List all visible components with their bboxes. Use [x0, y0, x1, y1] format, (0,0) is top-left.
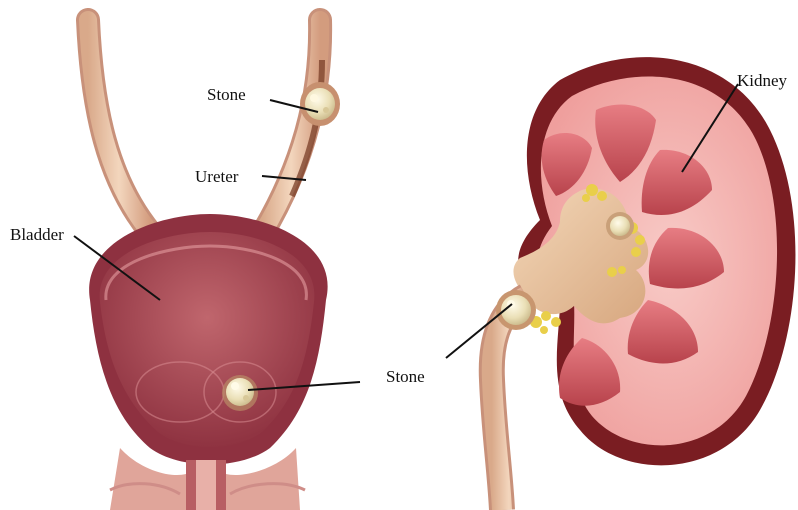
ureters-left	[88, 20, 322, 234]
label-bladder: Bladder	[10, 226, 64, 243]
bladder	[89, 214, 327, 510]
label-ureter: Ureter	[195, 168, 238, 185]
kidney-stone-ureter	[496, 290, 536, 330]
bladder-stone	[222, 375, 258, 411]
label-stone-ureter: Stone	[207, 86, 246, 103]
kidney-stone-pelvis	[606, 212, 634, 240]
label-stone-kidney: Stone	[386, 368, 425, 385]
ureter-stone	[300, 82, 340, 126]
kidney	[492, 57, 796, 510]
label-kidney: Kidney	[737, 72, 787, 89]
